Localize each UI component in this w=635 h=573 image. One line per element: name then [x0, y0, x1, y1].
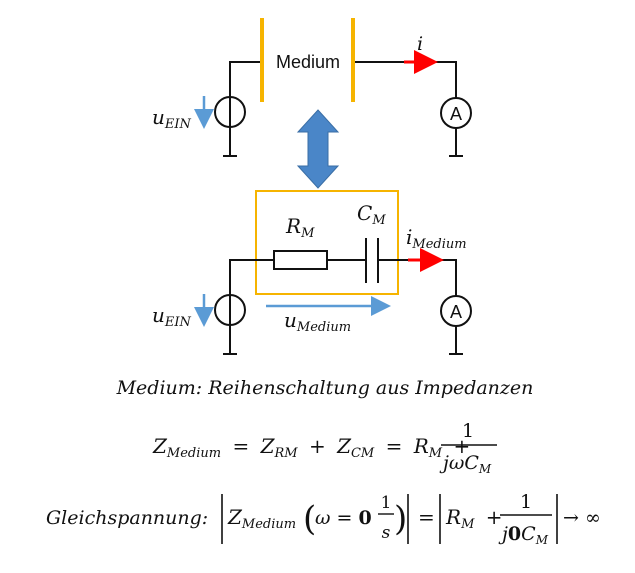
bottom-current-label: iMedium — [406, 225, 467, 252]
bottom-ammeter: A — [440, 295, 472, 355]
svg-text:ω = 0: ω = 0 — [315, 507, 372, 529]
bottom-source-label: uEIN — [152, 303, 192, 330]
svg-text:=: = — [418, 505, 435, 529]
eq2-label: Gleichspannung: — [46, 507, 208, 529]
eq2-frac-num: 1 — [520, 491, 532, 513]
bottom-right-wire — [378, 259, 457, 296]
paren-left: ( — [303, 499, 316, 539]
eq1-fraction-denominator: jωCM — [439, 452, 492, 476]
double-arrow-icon — [296, 109, 340, 189]
top-voltage-source — [214, 95, 246, 157]
bottom-voltage-source — [214, 293, 246, 355]
bottom-left-wire — [229, 259, 274, 295]
paren-right: ) — [394, 499, 407, 539]
top-current-label: i — [417, 33, 423, 55]
top-circuit: Medium i uEIN A — [152, 18, 472, 157]
svg-text:A: A — [450, 302, 462, 322]
resistor-label: RM — [285, 214, 315, 241]
medium-voltage-label: uMedium — [284, 308, 351, 335]
eq2-small-frac-num: 1 — [381, 493, 392, 513]
svg-text:ZMedium: ZMedium — [227, 505, 296, 532]
top-ammeter: A — [440, 97, 472, 157]
eq2-small-frac-den: s — [382, 523, 391, 543]
svg-text:ZMedium = ZRM: ZMedium = ZRM + ZCM = RM + — [152, 434, 470, 462]
equation-impedance: ZMedium = ZRM + ZCM = RM + 1 jωCM — [152, 420, 497, 476]
top-left-wire — [229, 61, 262, 98]
medium-label: Medium — [276, 52, 340, 72]
top-source-label: uEIN — [152, 105, 192, 132]
eq2-frac-den: j0CM — [498, 523, 549, 547]
medium-box — [255, 190, 399, 295]
eq2-limit: → ∞ — [563, 507, 601, 529]
equation-dc: Gleichspannung: ZMedium ( ω = 0 1 s ) = … — [46, 491, 601, 547]
top-right-wire — [353, 61, 457, 98]
capacitor-label: CM — [357, 201, 386, 228]
eq1-fraction-numerator: 1 — [462, 420, 474, 442]
resistor — [273, 250, 328, 270]
svg-text:RM +: RM + — [445, 505, 503, 533]
bottom-circuit: RM CM iMedium uMedium uEIN — [152, 190, 472, 355]
svg-text:A: A — [450, 104, 462, 124]
caption: Medium: Reihenschaltung aus Impedanzen — [116, 377, 534, 399]
